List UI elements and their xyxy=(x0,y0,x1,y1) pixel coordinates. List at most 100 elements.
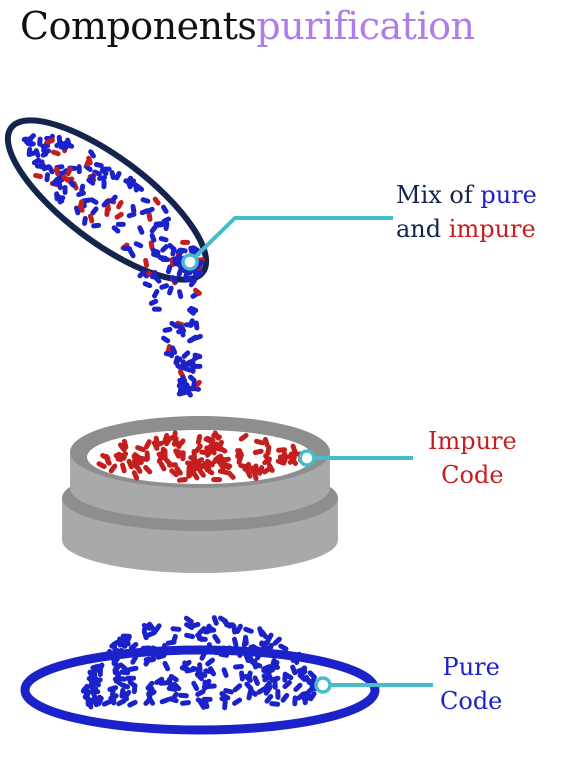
pure-grain xyxy=(154,676,165,685)
pure-grain xyxy=(212,633,221,644)
impure-grain xyxy=(130,203,137,214)
pure-grain xyxy=(180,700,191,706)
pure-grain xyxy=(303,690,314,700)
pure-grain xyxy=(116,199,124,210)
pure-grain xyxy=(85,695,91,707)
pure-grain xyxy=(282,680,292,689)
stream-grain xyxy=(173,355,180,366)
impure-grain xyxy=(158,461,167,472)
pure-grain xyxy=(170,691,179,702)
pure-grain xyxy=(222,645,233,654)
impure-grain xyxy=(162,432,170,444)
impure-grain xyxy=(134,463,143,474)
pure-grain xyxy=(171,633,178,645)
pure-grain xyxy=(248,644,256,656)
mix-label-line2: and impure xyxy=(396,212,537,246)
pure-grain xyxy=(109,194,118,204)
impure-grain xyxy=(87,213,95,224)
pure-grain xyxy=(190,245,201,253)
pure-grain xyxy=(111,225,121,234)
pure-grain xyxy=(295,666,307,674)
impure-grain xyxy=(176,476,188,483)
impure-grain xyxy=(174,465,183,476)
impure-grain xyxy=(108,463,118,474)
stream-grain xyxy=(187,335,197,344)
pure-grain xyxy=(272,636,282,646)
pure-grain xyxy=(114,170,122,181)
impure-grain xyxy=(169,468,179,478)
pure-grain xyxy=(257,626,265,637)
pure-grain xyxy=(232,697,243,706)
stream-grain xyxy=(162,326,173,333)
impure-grain xyxy=(263,453,272,464)
pure-grain xyxy=(21,136,32,143)
pure-grain xyxy=(232,683,243,693)
scoop-grains xyxy=(21,133,206,279)
impure-grain xyxy=(226,470,236,480)
impure-grain xyxy=(244,468,253,479)
pure-grain xyxy=(119,669,131,676)
impure-grain xyxy=(204,448,214,458)
title-main: Components xyxy=(20,4,257,48)
impure-grain xyxy=(171,436,179,447)
pure-code-label: Pure Code xyxy=(440,650,502,718)
pure-grain xyxy=(33,172,43,179)
stream-grain xyxy=(193,269,204,278)
pure-grain xyxy=(127,665,139,672)
pure-grain xyxy=(252,675,260,686)
pure-grain xyxy=(97,665,103,677)
impure-label-line1: Impure xyxy=(428,427,517,455)
stream-grain xyxy=(176,267,184,277)
stream-grain xyxy=(152,289,160,299)
impure-grain xyxy=(143,464,153,475)
pure-grain xyxy=(101,699,113,707)
pure-grain xyxy=(158,236,169,243)
impure-grain xyxy=(191,470,200,481)
impure-grain xyxy=(238,433,249,442)
impure-grain xyxy=(41,147,48,157)
impure-grain xyxy=(54,191,60,202)
pure-grain xyxy=(38,160,48,170)
pure-grain xyxy=(143,696,153,706)
impure-grain xyxy=(276,447,288,453)
pure-grain xyxy=(272,678,278,690)
mix-label: Mix of pure and impure xyxy=(396,178,537,246)
pure-grain xyxy=(299,694,310,701)
pure-grain xyxy=(92,169,102,177)
pure-grain xyxy=(196,670,208,678)
page-title: Componentspurification xyxy=(20,4,475,48)
pure-grain xyxy=(90,206,99,216)
impure-grain xyxy=(208,441,220,449)
impure-grain xyxy=(266,462,275,473)
impure-grain xyxy=(115,455,127,462)
impure-grain xyxy=(242,461,252,472)
sieve-graphic xyxy=(62,416,338,573)
impure-grain xyxy=(133,182,139,193)
stream-grain xyxy=(192,352,203,360)
impure-grain xyxy=(254,438,265,446)
impure-grain xyxy=(275,458,287,466)
pure-grain xyxy=(149,232,157,243)
pure-grain xyxy=(159,697,171,705)
impure-grain xyxy=(217,445,228,454)
pure-grain xyxy=(196,636,208,642)
pure-grain xyxy=(90,688,98,699)
stream-grain xyxy=(170,345,178,355)
pure-grain xyxy=(263,650,274,658)
pure-grain xyxy=(184,622,195,631)
pure-grain xyxy=(147,621,156,632)
pure-grain xyxy=(303,674,312,686)
pure-grain xyxy=(153,623,162,634)
pure-grain xyxy=(141,629,149,641)
pure-grain xyxy=(151,251,161,259)
impure-grain xyxy=(135,445,146,453)
impure-grain xyxy=(143,257,150,268)
pure-grain xyxy=(261,668,272,676)
pure-grain xyxy=(269,701,281,707)
stream-grain xyxy=(187,374,197,383)
impure-grain xyxy=(137,225,145,235)
pure-grain xyxy=(171,681,182,692)
mix-callout-line xyxy=(188,216,393,264)
impure-grain xyxy=(160,204,169,214)
pure-grain xyxy=(150,650,157,662)
